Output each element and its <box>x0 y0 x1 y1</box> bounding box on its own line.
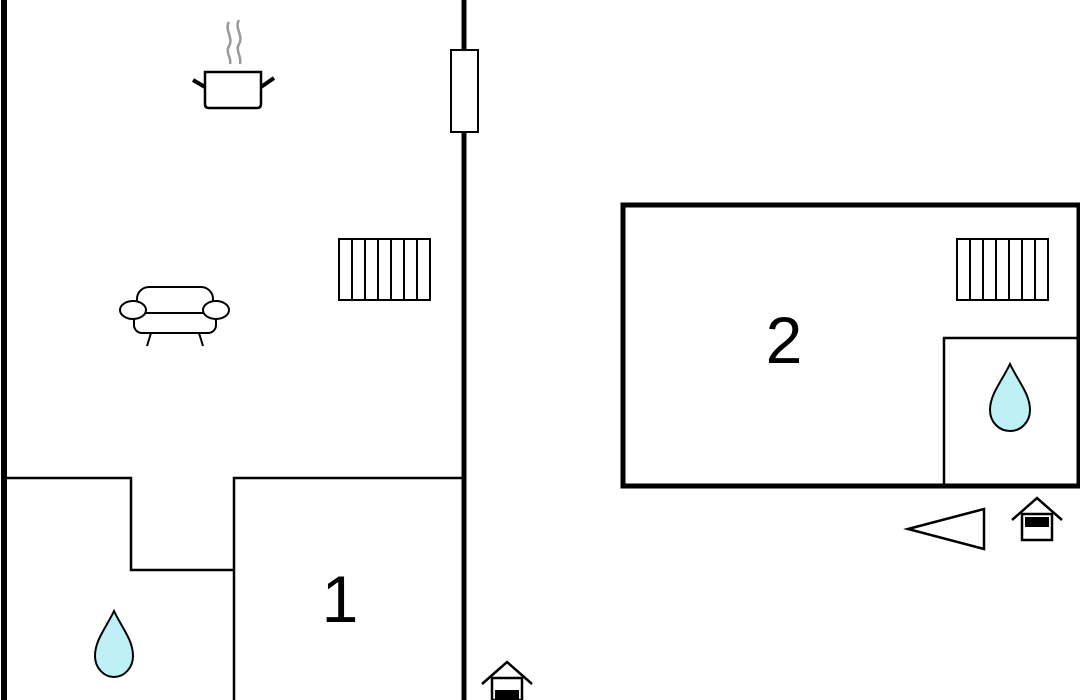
sofa-icon <box>119 286 230 347</box>
bedroom-1-wall <box>232 476 464 700</box>
right-building: 2 <box>620 202 1080 489</box>
window <box>450 49 479 133</box>
room-label-2: 2 <box>766 303 803 377</box>
radiator-icon <box>338 238 431 301</box>
room-label-1: 1 <box>322 562 359 636</box>
left-building: 1 <box>1 0 479 700</box>
radiator-icon <box>956 238 1049 301</box>
bathroom-partition-wall <box>4 476 234 572</box>
bathroom-2-wall <box>942 336 1079 486</box>
entrance-icon <box>1011 496 1063 542</box>
kitchen-pot-icon <box>191 19 276 110</box>
entrance-icon <box>481 660 533 700</box>
direction-arrow-icon <box>903 507 986 551</box>
water-drop-icon <box>988 361 1032 433</box>
water-drop-icon <box>93 608 135 679</box>
